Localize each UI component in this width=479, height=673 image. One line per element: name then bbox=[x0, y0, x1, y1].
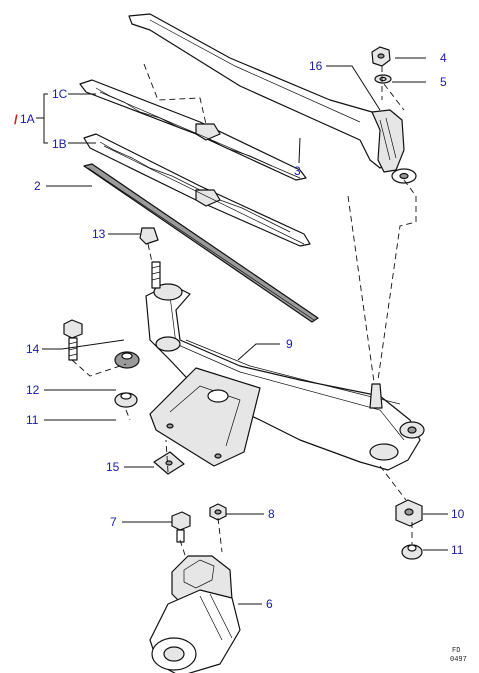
label-1C: 1C bbox=[52, 87, 68, 101]
nut-part-4 bbox=[371, 46, 391, 67]
label-6: 6 bbox=[266, 597, 273, 611]
label-9: 9 bbox=[286, 337, 293, 351]
label-8: 8 bbox=[268, 507, 275, 521]
plate-part-15 bbox=[153, 451, 185, 475]
wiper-arm-part-3 bbox=[128, 13, 417, 184]
label-11-right: 11 bbox=[451, 543, 464, 557]
wiper-linkage-part-9 bbox=[145, 283, 425, 471]
label-5: 5 bbox=[440, 75, 447, 89]
label-13: 13 bbox=[92, 227, 106, 241]
leader-lines bbox=[42, 57, 448, 605]
washer-part-5 bbox=[374, 74, 392, 84]
label-11-left: 11 bbox=[26, 413, 39, 427]
wiper-blade-part-1B bbox=[83, 133, 311, 247]
label-16: 16 bbox=[309, 59, 323, 73]
ref-code-line-1: FD bbox=[452, 647, 460, 655]
bracket-1A bbox=[36, 93, 48, 144]
grommet-part-11-left bbox=[114, 392, 138, 408]
bush-part-12 bbox=[114, 351, 140, 369]
deletion-marker: / bbox=[14, 112, 18, 127]
label-12: 12 bbox=[26, 383, 40, 397]
assembly-guide-lines bbox=[71, 63, 417, 559]
nut-part-8 bbox=[209, 503, 227, 521]
wiper-motor-part-6 bbox=[149, 555, 241, 673]
label-7: 7 bbox=[110, 515, 117, 529]
label-14: 14 bbox=[26, 342, 40, 356]
label-10: 10 bbox=[451, 507, 465, 521]
label-1B: 1B bbox=[52, 137, 67, 151]
bolt-part-7 bbox=[171, 511, 191, 543]
grommet-part-11-right bbox=[401, 544, 423, 560]
label-2: 2 bbox=[34, 179, 41, 193]
label-1A: 1A bbox=[20, 112, 35, 126]
label-15: 15 bbox=[106, 460, 120, 474]
nut-part-10 bbox=[395, 499, 423, 527]
wiper-rubber-part-2 bbox=[83, 163, 319, 323]
ref-code-line-2: 0497 bbox=[450, 656, 467, 664]
label-3: 3 bbox=[294, 164, 301, 178]
wiper-blade-part-1C bbox=[79, 79, 307, 181]
stud-part-13 bbox=[139, 227, 161, 289]
label-4: 4 bbox=[440, 51, 447, 65]
bolt-part-14 bbox=[63, 319, 83, 361]
